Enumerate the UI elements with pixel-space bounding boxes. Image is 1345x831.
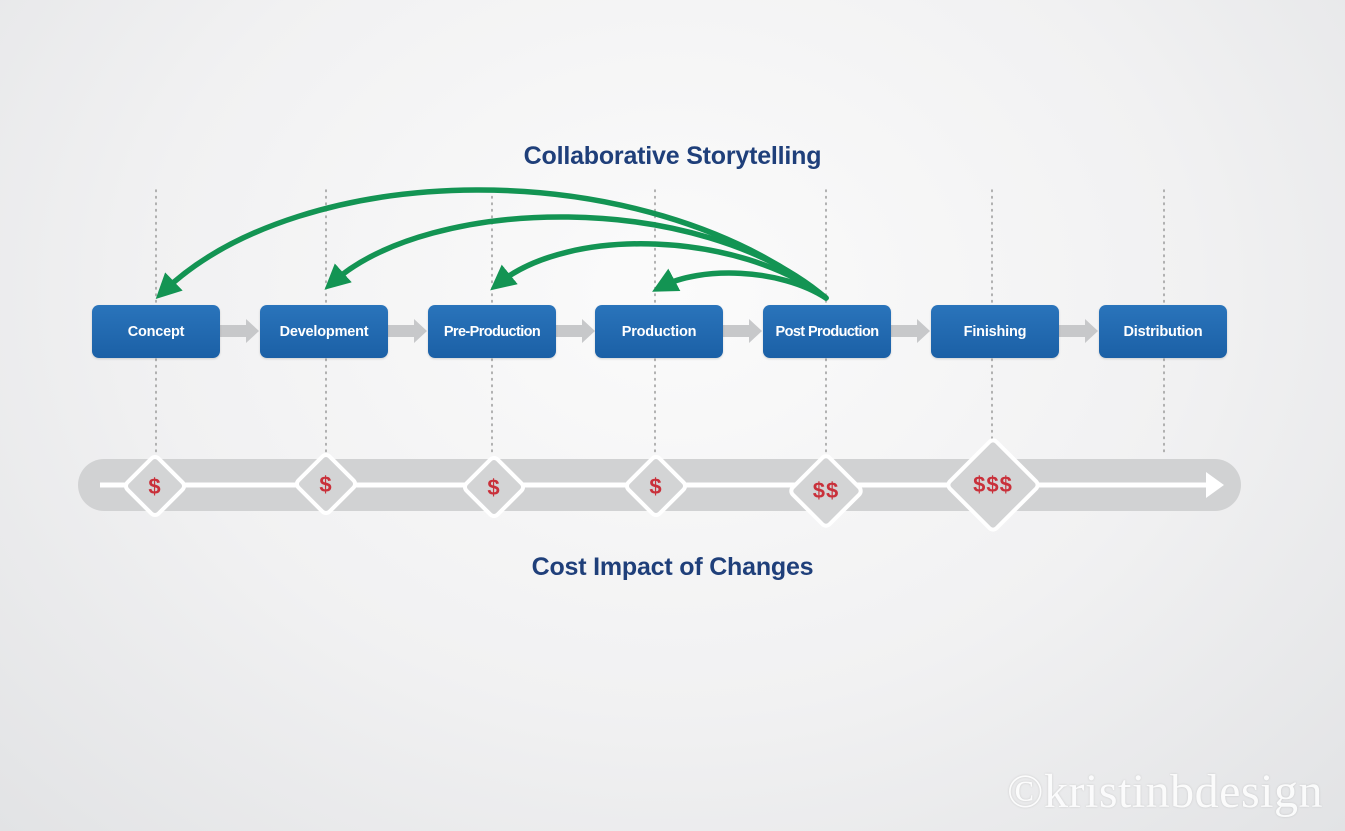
stage-post-production: Post Production [763,305,891,358]
stage-concept: Concept [92,305,220,358]
cost-label-pre-production: $ [487,475,501,500]
stage-finishing: Finishing [931,305,1059,358]
title-collaborative-storytelling: Collaborative Storytelling [523,142,822,170]
feedback-arrow-to-pre-production [490,241,829,301]
stage-distribution: Distribution [1099,305,1227,358]
feedback-arrow-to-development [324,214,829,301]
stage-production: Production [595,305,723,358]
cost-label-production: $ [649,474,663,499]
watermark: ©kristinbdesign [1007,765,1323,818]
flow-arrow-2 [388,319,427,343]
flow-arrow-6 [1059,319,1098,343]
title-cost-impact: Cost Impact of Changes [531,553,814,581]
feedback-arrows [155,187,829,301]
flow-arrows [220,319,1098,343]
cost-label-post-production: $$ [812,478,840,503]
cost-track-arrowhead [1206,472,1224,498]
cost-label-distribution [1134,470,1194,500]
cost-label-development: $ [319,472,333,497]
feedback-arrow-to-production [652,268,829,301]
flow-arrow-4 [723,319,762,343]
flow-arrow-1 [220,319,259,343]
stage-pre-production: Pre-Production [428,305,556,358]
cost-label-finishing: $$$ [973,472,1013,497]
flow-arrow-5 [891,319,930,343]
flow-arrow-3 [556,319,595,343]
stage-development: Development [260,305,388,358]
dotted-guides [155,189,1165,456]
feedback-arrow-to-concept [155,187,829,301]
cost-label-concept: $ [148,474,162,499]
